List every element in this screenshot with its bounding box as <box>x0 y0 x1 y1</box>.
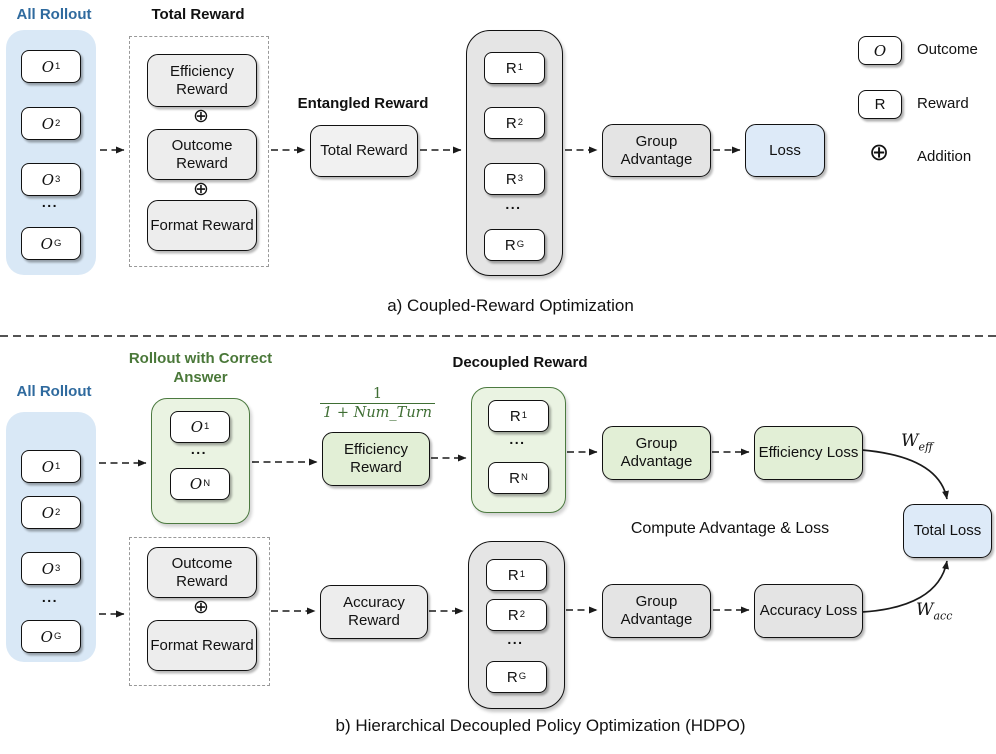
efficiency-formula: 1 1 + Num_Turn <box>320 386 435 421</box>
accuracy-loss-box: Accuracy Loss <box>754 584 863 638</box>
legend-reward-label: Reward <box>917 95 969 112</box>
group-advantage-box-a: Group Advantage <box>602 124 711 177</box>
legend-outcome-node: O <box>858 36 902 65</box>
w-acc-label: Wacc <box>916 600 953 623</box>
efficiency-reward-box-b: Efficiency Reward <box>322 432 430 486</box>
w-eff-label: Weff <box>901 431 933 454</box>
ellipsis: ... <box>41 194 59 210</box>
all-rollout-label-b: All Rollout <box>16 383 92 400</box>
legend-circled-plus-icon: ⊕ <box>868 139 890 166</box>
caption-a: a) Coupled-Reward Optimization <box>387 296 634 315</box>
caption-b: b) Hierarchical Decoupled Policy Optimiz… <box>335 716 746 735</box>
compute-advantage-loss-label: Compute Advantage & Loss <box>630 520 830 537</box>
formula-denominator: 1 + Num_Turn <box>323 405 432 421</box>
correct-rollout-label: Rollout with Correct Answer <box>128 350 273 386</box>
format-reward-box-b: Format Reward <box>147 620 257 671</box>
legend-reward-node: R <box>858 90 902 119</box>
efficiency-loss-box: Efficiency Loss <box>754 426 863 480</box>
efficiency-reward-box-a: Efficiency Reward <box>147 54 257 107</box>
circled-plus-icon: ⊕ <box>193 179 209 200</box>
total-reward-group-box <box>129 36 269 267</box>
legend-addition-label: Addition <box>917 148 972 165</box>
group-advantage-box-acc: Group Advantage <box>602 584 711 638</box>
w-eff-curve-arrow <box>861 449 949 500</box>
decoupled-reward-label: Decoupled Reward <box>452 354 588 371</box>
loss-box-a: Loss <box>745 124 825 177</box>
legend-outcome-label: Outcome <box>917 41 978 58</box>
all-rollout-label-a: All Rollout <box>16 6 92 23</box>
circled-plus-icon: ⊕ <box>193 597 209 618</box>
outcome-reward-box-a: Outcome Reward <box>147 129 257 180</box>
outcome-reward-box-b: Outcome Reward <box>147 547 257 598</box>
accuracy-reward-box: Accuracy Reward <box>320 585 428 639</box>
ellipsis: ... <box>41 589 59 605</box>
format-reward-box-a: Format Reward <box>147 200 257 251</box>
ellipsis: ... <box>509 431 526 447</box>
accuracy-reward-group-box <box>129 537 270 686</box>
ellipsis: ... <box>507 631 524 647</box>
total-reward-group-label: Total Reward <box>151 6 245 23</box>
total-loss-box: Total Loss <box>903 504 992 558</box>
entangled-reward-label: Entangled Reward <box>297 95 429 112</box>
ellipsis: ... <box>190 441 208 457</box>
group-advantage-box-eff: Group Advantage <box>602 426 711 480</box>
ellipsis: ... <box>505 196 522 212</box>
formula-numerator: 1 <box>320 386 435 404</box>
circled-plus-icon: ⊕ <box>193 106 209 127</box>
total-reward-box: Total Reward <box>310 125 418 177</box>
